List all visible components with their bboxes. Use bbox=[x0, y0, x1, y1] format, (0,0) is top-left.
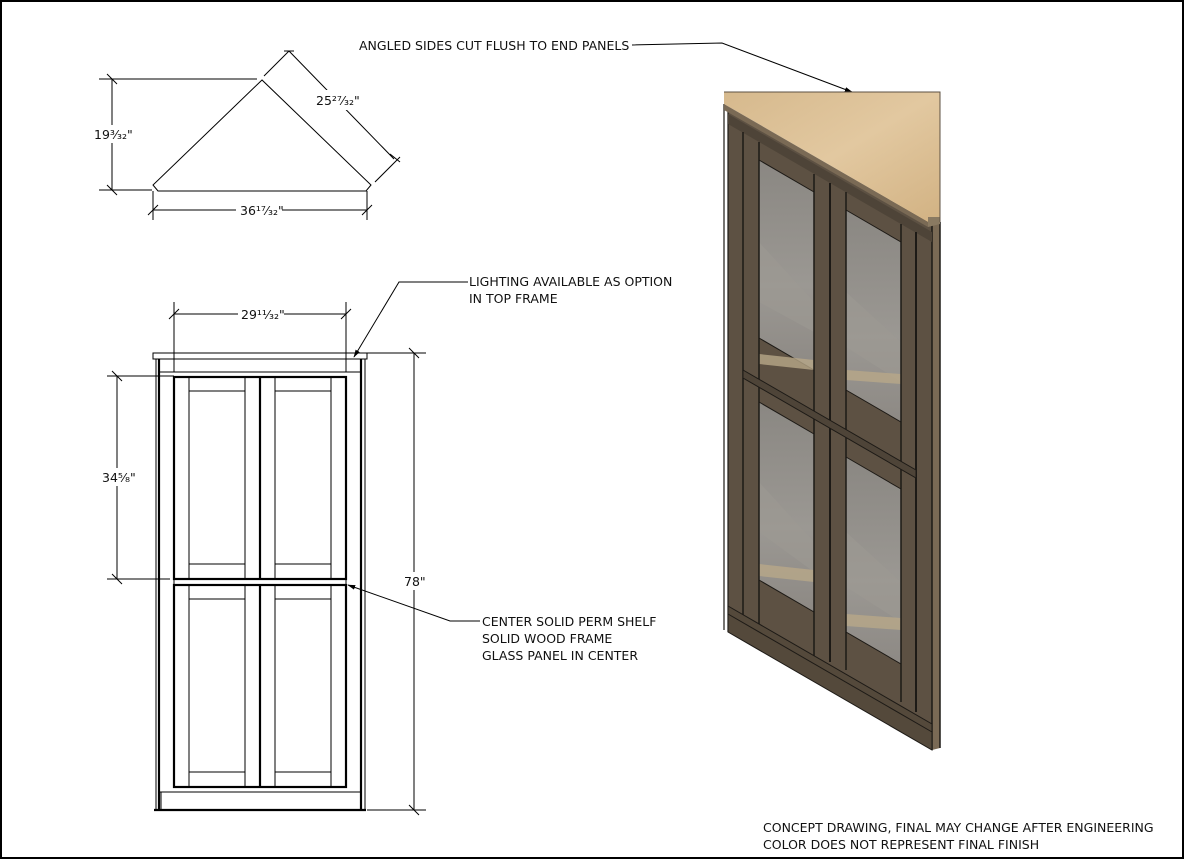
overall-height-label: 78" bbox=[404, 574, 426, 589]
footer-note-2: COLOR DOES NOT REPRESENT FINAL FINISH bbox=[763, 837, 1040, 852]
leader-lines bbox=[347, 42, 853, 622]
front-elevation: 29¹¹⁄₃₂" 34⁵⁄₈" 78" bbox=[100, 302, 430, 816]
lighting-callout-line-2: IN TOP FRAME bbox=[469, 291, 558, 306]
plan-outline bbox=[152, 79, 372, 192]
center-shelf-line-2: SOLID WOOD FRAME bbox=[482, 631, 613, 646]
upper-door-height-label: 34⁵⁄₈" bbox=[102, 470, 136, 485]
top-cap bbox=[152, 352, 368, 360]
angled-side-label: 25²⁷⁄₃₂" bbox=[316, 93, 360, 108]
center-shelf-line-3: GLASS PANEL IN CENTER bbox=[482, 648, 639, 663]
cabinet-render bbox=[723, 91, 941, 751]
lighting-callout: LIGHTING AVAILABLE AS OPTION IN TOP FRAM… bbox=[469, 273, 672, 307]
width-label: 36¹⁷⁄₃₂" bbox=[240, 203, 284, 218]
top-width-label: 29¹¹⁄₃₂" bbox=[241, 307, 285, 322]
footer-notes: CONCEPT DRAWING, FINAL MAY CHANGE AFTER … bbox=[763, 819, 1154, 853]
footer-note-1: CONCEPT DRAWING, FINAL MAY CHANGE AFTER … bbox=[763, 820, 1154, 835]
depth-label: 19³⁄₃₂" bbox=[94, 127, 133, 142]
angled-sides-leader bbox=[631, 42, 853, 93]
render-top bbox=[724, 92, 940, 222]
lighting-callout-line-1: LIGHTING AVAILABLE AS OPTION bbox=[469, 274, 673, 289]
lighting-leader bbox=[353, 281, 468, 358]
center-shelf-callout: CENTER SOLID PERM SHELF SOLID WOOD FRAME… bbox=[482, 613, 656, 664]
center-shelf-line-1: CENTER SOLID PERM SHELF bbox=[482, 614, 657, 629]
angled-sides-callout: ANGLED SIDES CUT FLUSH TO END PANELS bbox=[359, 38, 630, 53]
plan-view: 19³⁄₃₂" 25²⁷⁄₃₂" 36¹⁷⁄₃₂" bbox=[92, 50, 401, 220]
render-center-shelf bbox=[742, 369, 917, 479]
center-shelf-leader bbox=[347, 584, 480, 622]
